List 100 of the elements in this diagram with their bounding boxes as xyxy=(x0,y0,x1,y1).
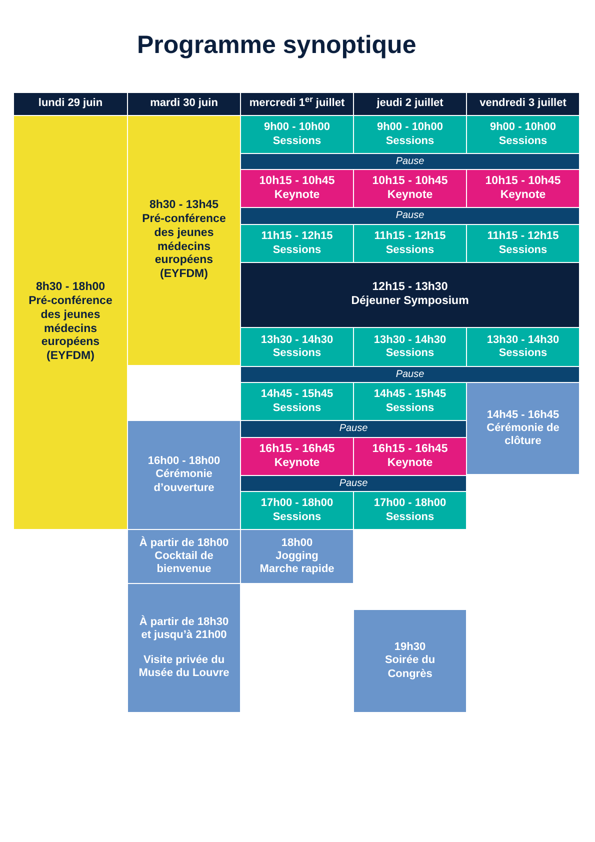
event-title: Cérémonie d’ouverture xyxy=(152,468,216,495)
day-label: mercredi 1$^{er}$ juillet xyxy=(249,97,345,111)
time-label: 11h15 - 12h15 xyxy=(261,230,333,244)
pause-band xyxy=(241,367,579,382)
pause-label: Pause xyxy=(339,478,368,490)
time-label: 10h15 - 10h45 xyxy=(485,174,561,188)
event-title: Keynote xyxy=(387,456,433,470)
event-title: Pré-conférence des jeunes médecins européens (EYFDM) xyxy=(28,294,114,364)
time-label: 18h00 xyxy=(281,536,313,550)
event-block xyxy=(354,610,466,712)
pause-label: Pause xyxy=(339,423,368,435)
session-block xyxy=(467,328,579,366)
event-title: Sessions xyxy=(386,510,434,524)
session-block xyxy=(354,225,466,262)
keynote-block xyxy=(241,170,353,207)
day-label: lundi 29 juin xyxy=(38,97,103,111)
keynote-block xyxy=(354,438,466,475)
keynote-block xyxy=(467,170,579,207)
event-title: Keynote xyxy=(274,456,320,470)
time-label: 14h45 - 16h45 xyxy=(486,408,560,422)
event-title: Cocktail de bienvenue xyxy=(154,550,214,576)
day-label: jeudi 2 juillet xyxy=(376,97,444,111)
time-label: 12h15 - 13h30 xyxy=(372,281,448,295)
event-title: Sessions xyxy=(498,347,548,360)
event-title: Jogging xyxy=(276,550,318,564)
day-label: mardi 30 juin xyxy=(150,97,218,111)
time-label: 14h45 - 15h45 xyxy=(260,388,334,402)
event-block xyxy=(467,383,579,474)
session-block xyxy=(241,116,353,153)
session-block xyxy=(354,328,466,366)
lunch-symposium-block xyxy=(241,263,579,327)
session-block xyxy=(241,492,353,529)
time-label: 9h00 - 10h00 xyxy=(490,121,556,134)
session-block xyxy=(241,328,353,366)
event-block xyxy=(241,530,353,583)
event-title: Sessions xyxy=(272,402,322,415)
session-block xyxy=(354,383,466,420)
day-header xyxy=(467,93,579,115)
session-block xyxy=(354,492,466,529)
day-label: vendredi 3 juillet xyxy=(480,97,566,111)
time-label: À partir de 18h30 et jusqu’à 21h00 xyxy=(138,616,230,642)
time-label: 8h30 - 13h45 xyxy=(149,199,219,213)
event-title: Sessions xyxy=(498,244,548,257)
preconference-block xyxy=(14,116,127,529)
event-title: Sessions xyxy=(386,347,434,360)
time-label: 16h15 - 16h45 xyxy=(259,442,335,456)
time-label: 13h30 - 14h30 xyxy=(260,334,334,347)
time-label: 19h30 xyxy=(394,641,426,654)
event-title: Sessions xyxy=(272,134,322,148)
pause-band xyxy=(241,208,579,224)
title: Programme synoptique xyxy=(137,33,416,58)
pause-band xyxy=(241,421,466,437)
event-title: Sessions xyxy=(498,134,548,148)
event-title: Cérémonie de clôture xyxy=(486,422,560,448)
pause-label: Pause xyxy=(396,368,424,380)
event-title: Pré-conférence des jeunes médecins européens (EYFDM) xyxy=(141,212,227,282)
event-block xyxy=(128,530,240,583)
session-block xyxy=(354,116,466,153)
event-title: Sessions xyxy=(272,510,322,524)
event-title: Déjeuner Symposium xyxy=(351,295,469,309)
time-label: 11h15 - 12h15 xyxy=(374,230,446,244)
event-title: Keynote xyxy=(387,188,433,202)
event-title: Keynote xyxy=(274,188,320,202)
keynote-block xyxy=(354,170,466,207)
event-block xyxy=(128,584,240,712)
event-title: Sessions xyxy=(386,134,434,148)
pause-band xyxy=(241,154,579,169)
keynote-block xyxy=(241,438,353,475)
event-title: Sessions xyxy=(272,244,322,257)
time-label: 17h00 - 18h00 xyxy=(260,497,334,510)
event-block xyxy=(128,421,240,529)
time-label: 9h00 - 10h00 xyxy=(264,121,330,134)
event-title: Marche rapide xyxy=(260,563,334,576)
day-header xyxy=(241,93,353,115)
time-label: 16h15 - 16h45 xyxy=(372,442,448,456)
event-title: Keynote xyxy=(500,188,546,202)
time-label: 11h15 - 12h15 xyxy=(487,230,559,244)
event-title: Sessions xyxy=(272,347,322,360)
day-header xyxy=(354,93,466,115)
session-block xyxy=(241,383,353,420)
session-block xyxy=(241,225,353,262)
pause-label: Pause xyxy=(396,210,424,222)
event-title: Visite privée du Musée du Louvre xyxy=(138,654,230,680)
time-label: 13h30 - 14h30 xyxy=(374,334,446,347)
preconference-block xyxy=(128,116,240,365)
day-header xyxy=(128,93,240,115)
event-title: Soirée du Congrès xyxy=(384,654,436,681)
event-title: Sessions xyxy=(386,402,434,415)
event-title: Sessions xyxy=(386,244,434,257)
time-label: 10h15 - 10h45 xyxy=(372,174,448,188)
time-label: 14h45 - 15h45 xyxy=(374,388,446,402)
time-label: À partir de 18h00 xyxy=(139,536,229,550)
time-label: 8h30 - 18h00 xyxy=(36,281,106,295)
session-block xyxy=(467,116,579,153)
time-label: 10h15 - 10h45 xyxy=(259,174,335,188)
time-label: 9h00 - 10h00 xyxy=(376,121,444,134)
time-label: 17h00 - 18h00 xyxy=(374,497,446,510)
pause-band xyxy=(241,476,466,491)
session-block xyxy=(467,225,579,262)
day-header xyxy=(14,93,127,115)
